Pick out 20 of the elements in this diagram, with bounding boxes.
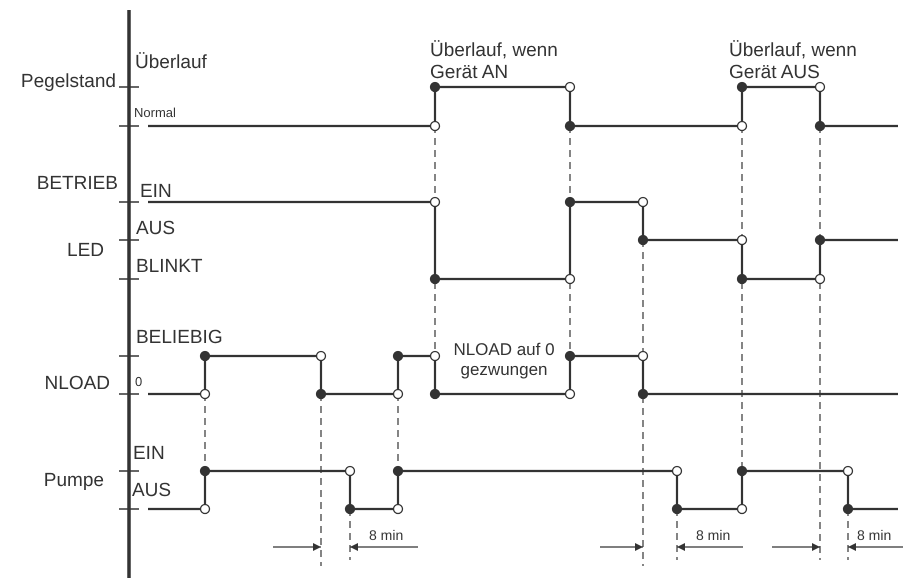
signal-label: NLOAD <box>44 373 110 395</box>
dimension-label: 8 min <box>857 527 892 544</box>
level-label: EIN <box>140 181 172 203</box>
signal-label: LED <box>67 240 104 262</box>
level-label: EIN <box>133 443 165 465</box>
level-label: BELIEBIG <box>136 327 223 349</box>
signal-label: BETRIEB <box>36 173 118 195</box>
signal-label: Pegelstand <box>20 71 116 93</box>
annotation: NLOAD auf 0 gezwungen <box>452 340 556 380</box>
level-label: BLINKT <box>136 256 203 278</box>
level-label: Überlauf <box>135 52 207 74</box>
level-label: Normal <box>134 106 176 121</box>
signal-label: Pumpe <box>44 470 104 492</box>
level-label: AUS <box>136 218 176 240</box>
level-label: 0 <box>135 375 142 390</box>
annotation: Überlauf, wenn Gerät AUS <box>729 40 858 84</box>
dimension-label: 8 min <box>369 527 404 544</box>
level-label: AUS <box>132 480 172 502</box>
dimension-label: 8 min <box>696 527 730 544</box>
annotation: Überlauf, wenn Gerät AN <box>430 40 559 84</box>
